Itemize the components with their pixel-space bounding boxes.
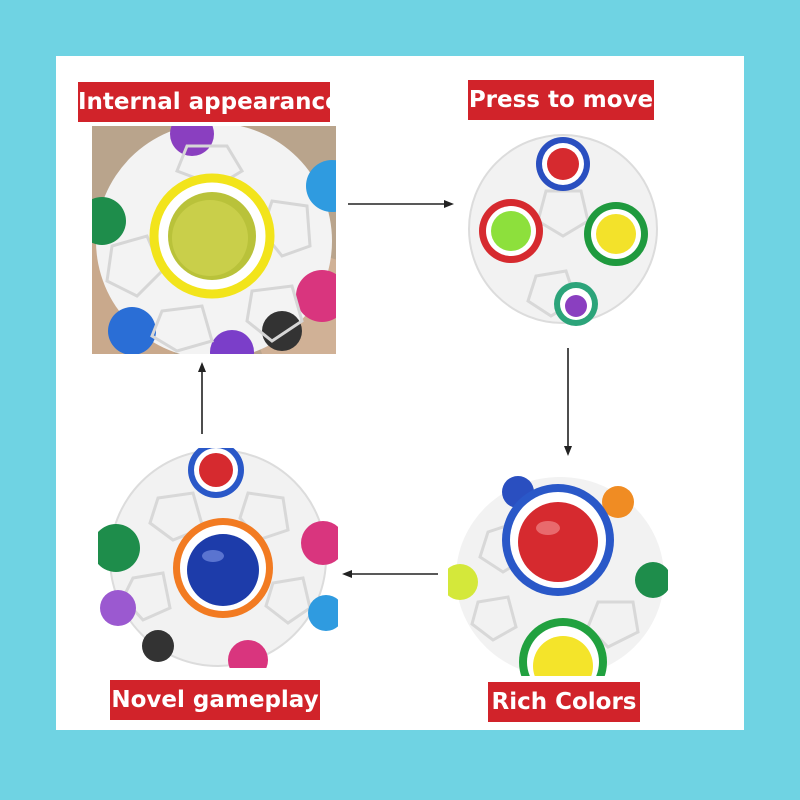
photo-internal-appearance: [92, 126, 336, 354]
label-rich-colors: Rich Colors: [488, 682, 640, 722]
arrow-left-icon: [342, 570, 438, 578]
arrow-right-icon: [348, 200, 454, 208]
photo-novel-gameplay: [98, 448, 338, 668]
label-internal-appearance: Internal appearance: [78, 82, 341, 122]
arrow-down-icon: [564, 348, 572, 456]
label-press-to-move: Press to move: [468, 80, 654, 120]
photo-rich-colors: [448, 462, 668, 676]
label-novel-gameplay: Novel gameplay: [110, 680, 320, 720]
arrow-up-icon: [198, 362, 206, 434]
photo-press-to-move: [466, 126, 660, 332]
